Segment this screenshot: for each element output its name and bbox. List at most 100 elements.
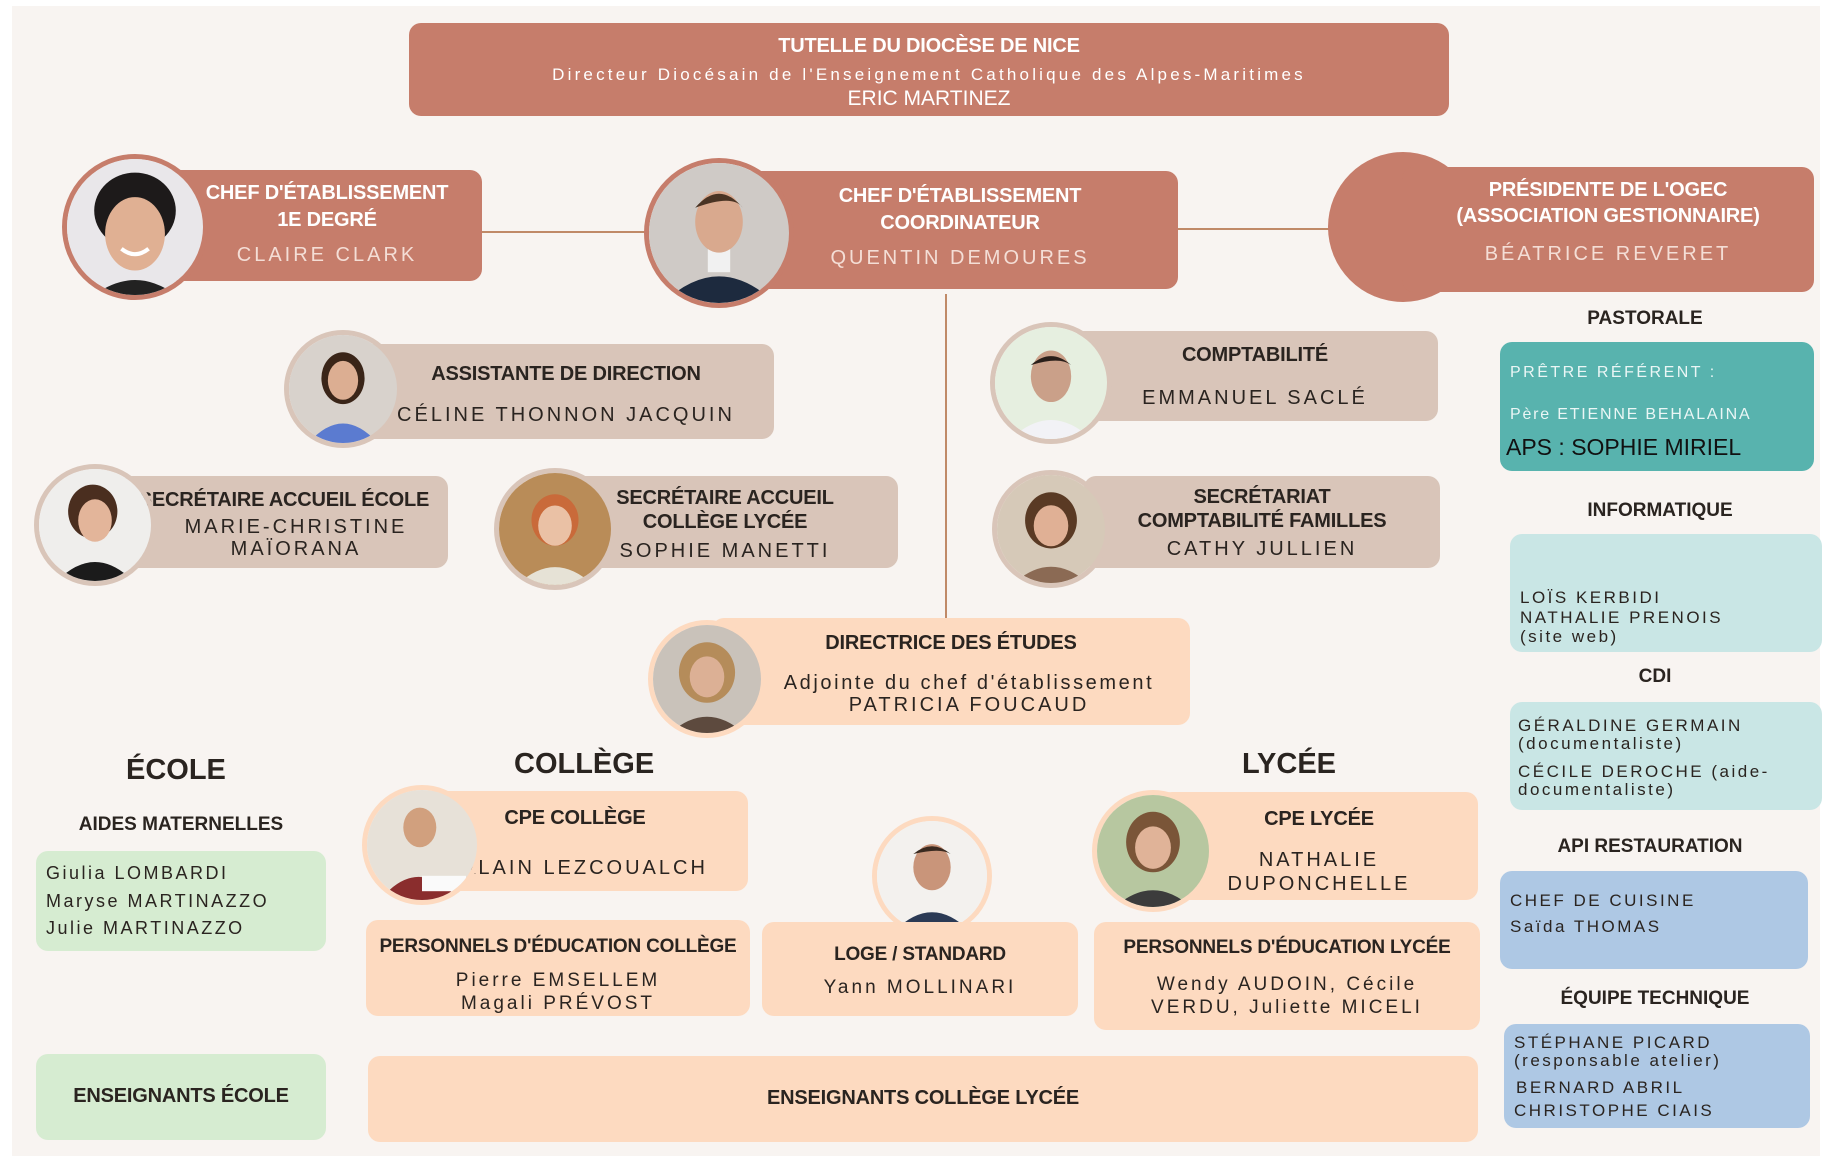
informatique-line-1: LOÏS KERBIDI — [1520, 588, 1662, 607]
cpe-lycee-box: CPE LYCÉE NATHALIE DUPONCHELLE — [1160, 792, 1478, 900]
chef-coordinateur-box: CHEF D'ÉTABLISSEMENT COORDINATEUR QUENTI… — [742, 171, 1178, 289]
pastorale-line-2: Père ETIENNE BEHALAINA — [1510, 406, 1752, 423]
assistante-name: CÉLINE THONNON JACQUIN — [397, 404, 735, 426]
api-line-2: Saïda THOMAS — [1510, 917, 1662, 936]
pers-college-box: PERSONNELS D'ÉDUCATION COLLÈGE Pierre EM… — [366, 920, 750, 1016]
aides-maternelles-name: Maryse MARTINAZZO — [46, 891, 270, 911]
tutelle-title: TUTELLE DU DIOCÈSE DE NICE — [778, 35, 1080, 57]
pers-lycee-box: PERSONNELS D'ÉDUCATION LYCÉE Wendy AUDOI… — [1094, 922, 1480, 1030]
sec-ecole-title: SECRÉTAIRE ACCUEIL ÉCOLE — [138, 489, 430, 511]
informatique-line-3: (site web) — [1520, 627, 1619, 646]
section-ecole: ÉCOLE — [126, 754, 226, 786]
api-line-1: CHEF DE CUISINE — [1510, 891, 1696, 910]
cpe-lycee-name-2: DUPONCHELLE — [1227, 873, 1411, 895]
technique-line-4: CHRISTOPHE CIAIS — [1514, 1101, 1715, 1120]
cpe-college-box: CPE COLLÈGE ALAIN LEZCOUALCH — [422, 791, 748, 891]
directrice-subtitle: Adjointe du chef d'établissement — [783, 672, 1155, 694]
assistante-box: ASSISTANTE DE DIRECTION CÉLINE THONNON J… — [358, 344, 774, 439]
tutelle-subtitle: Directeur Diocésain de l'Enseignement Ca… — [552, 65, 1306, 84]
pers-college-title: PERSONNELS D'ÉDUCATION COLLÈGE — [379, 936, 737, 957]
presidente-ogec-name: BÉATRICE REVERET — [1484, 243, 1732, 265]
sec-college-title-1: SECRÉTAIRE ACCUEIL — [616, 487, 834, 509]
cdi-box: GÉRALDINE GERMAIN (documentaliste) CÉCIL… — [1510, 702, 1822, 810]
tutelle-box: TUTELLE DU DIOCÈSE DE NICE Directeur Dio… — [409, 23, 1449, 116]
avatar-marie-christine — [34, 464, 156, 586]
comptabilite-title: COMPTABILITÉ — [1181, 344, 1329, 366]
avatar-celine-thonnon — [284, 330, 402, 448]
pastorale-line-3: APS : SOPHIE MIRIEL — [1506, 434, 1742, 460]
cpe-lycee-name-1: NATHALIE — [1258, 849, 1380, 871]
cdi-heading: CDI — [1638, 666, 1672, 687]
informatique-heading: INFORMATIQUE — [1587, 500, 1733, 521]
technique-line-1: STÉPHANE PICARD — [1514, 1033, 1713, 1052]
connector-line — [482, 231, 662, 233]
avatar-yann-mollinari — [872, 816, 992, 936]
cpe-college-title: CPE COLLÈGE — [504, 807, 646, 829]
pastorale-box: PRÊTRE RÉFÉRENT : Père ETIENNE BEHALAINA… — [1500, 342, 1814, 471]
avatar-patricia-foucaud — [648, 620, 766, 738]
enseignants-college-lycee-box: ENSEIGNANTS COLLÈGE LYCÉE — [368, 1056, 1478, 1142]
chef-coordinateur-title-2: COORDINATEUR — [880, 212, 1040, 234]
aides-maternelles-heading: AIDES MATERNELLES — [78, 814, 284, 835]
pers-college-line-1: Pierre EMSELLEM — [455, 970, 661, 991]
avatar-cathy-jullien — [992, 470, 1110, 588]
directrice-title: DIRECTRICE DES ÉTUDES — [825, 632, 1077, 654]
sec-ecole-box: SECRÉTAIRE ACCUEIL ÉCOLE MARIE-CHRISTINE… — [120, 476, 448, 568]
sec-familles-title-2: COMPTABILITÉ FAMILLES — [1137, 510, 1387, 532]
comptabilite-name: EMMANUEL SACLÉ — [1142, 387, 1368, 409]
avatar-emmanuel-sacle — [990, 322, 1112, 444]
sec-college-title-2: COLLÈGE LYCÉE — [642, 511, 808, 533]
cdi-line-2: (documentaliste) — [1518, 734, 1684, 753]
chef-1er-degre-title-2: 1E DEGRÉ — [277, 209, 377, 231]
aides-maternelles-box: Giulia LOMBARDI Maryse MARTINAZZO Julie … — [36, 851, 326, 951]
technique-box: STÉPHANE PICARD (responsable atelier) BE… — [1504, 1024, 1810, 1128]
directrice-box: DIRECTRICE DES ÉTUDES Adjointe du chef d… — [712, 618, 1190, 725]
sec-familles-box: SECRÉTARIAT COMPTABILITÉ FAMILLES CATHY … — [1084, 476, 1440, 568]
informatique-line-2: NATHALIE PRENOIS — [1520, 608, 1724, 627]
aides-maternelles-name: Giulia LOMBARDI — [46, 863, 229, 883]
avatar-sophie-manetti — [494, 468, 616, 590]
sec-familles-name: CATHY JULLIEN — [1166, 538, 1358, 560]
pers-lycee-line-1: Wendy AUDOIN, Cécile — [1156, 974, 1418, 995]
avatar-alain-lezcoualch — [362, 785, 482, 905]
pers-lycee-title: PERSONNELS D'ÉDUCATION LYCÉE — [1123, 937, 1451, 958]
cdi-line-3: CÉCILE DEROCHE (aide- — [1518, 762, 1770, 781]
connector-line — [1176, 228, 1346, 230]
enseignants-college-lycee-label: ENSEIGNANTS COLLÈGE LYCÉE — [766, 1087, 1080, 1109]
directrice-name: PATRICIA FOUCAUD — [848, 694, 1090, 716]
pers-lycee-line-2: VERDU, Juliette MICELI — [1151, 997, 1423, 1018]
tutelle-name: ERIC MARTINEZ — [847, 87, 1011, 110]
section-college: COLLÈGE — [514, 748, 655, 780]
cdi-line-4: documentaliste) — [1518, 780, 1676, 799]
sec-ecole-name-1: MARIE-CHRISTINE — [184, 516, 408, 538]
chef-1er-degre-title-1: CHEF D'ÉTABLISSEMENT — [205, 182, 449, 204]
cpe-college-name: ALAIN LEZCOUALCH — [462, 857, 708, 879]
technique-line-2: (responsable atelier) — [1514, 1051, 1722, 1070]
pastorale-line-1: PRÊTRE RÉFÉRENT : — [1510, 364, 1717, 381]
sec-familles-title-1: SECRÉTARIAT — [1193, 486, 1331, 508]
loge-title: LOGE / STANDARD — [834, 944, 1006, 965]
presidente-ogec-title-2: (ASSOCIATION GESTIONNAIRE) — [1456, 205, 1760, 227]
section-lycee: LYCÉE — [1242, 748, 1337, 780]
technique-heading: ÉQUIPE TECHNIQUE — [1560, 988, 1750, 1009]
aides-maternelles-name: Julie MARTINAZZO — [46, 918, 245, 938]
pers-college-line-2: Magali PRÉVOST — [460, 993, 656, 1014]
loge-box: LOGE / STANDARD Yann MOLLINARI — [762, 922, 1078, 1016]
pastorale-heading: PASTORALE — [1587, 308, 1703, 329]
assistante-title: ASSISTANTE DE DIRECTION — [431, 363, 701, 385]
chef-coordinateur-title-1: CHEF D'ÉTABLISSEMENT — [838, 185, 1082, 207]
technique-line-3: BERNARD ABRIL — [1516, 1078, 1685, 1097]
sec-college-name: SOPHIE MANETTI — [619, 540, 831, 562]
presidente-ogec-box: PRÉSIDENTE DE L'OGEC (ASSOCIATION GESTIO… — [1402, 167, 1814, 292]
loge-name: Yann MOLLINARI — [823, 977, 1017, 998]
connector-line — [945, 294, 947, 624]
org-chart: TUTELLE DU DIOCÈSE DE NICE Directeur Dio… — [12, 6, 1822, 1156]
enseignants-ecole-box: ENSEIGNANTS ÉCOLE — [36, 1054, 326, 1140]
chef-1er-degre-name: CLAIRE CLARK — [236, 244, 418, 266]
cdi-line-1: GÉRALDINE GERMAIN — [1518, 716, 1743, 735]
informatique-box: LOÏS KERBIDI NATHALIE PRENOIS (site web) — [1510, 534, 1822, 652]
sec-ecole-name-2: MAÏORANA — [230, 538, 362, 560]
comptabilite-box: COMPTABILITÉ EMMANUEL SACLÉ — [1072, 331, 1438, 421]
api-box: CHEF DE CUISINE Saïda THOMAS — [1500, 871, 1808, 969]
enseignants-ecole-label: ENSEIGNANTS ÉCOLE — [73, 1085, 289, 1107]
